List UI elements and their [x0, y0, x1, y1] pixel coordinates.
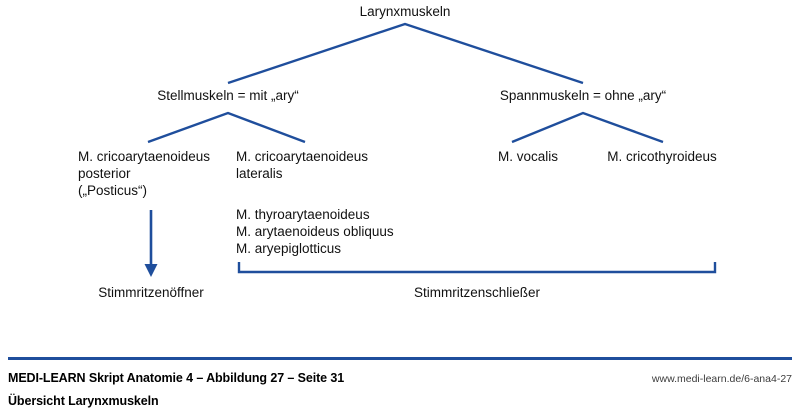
figure-caption-title: Übersicht Larynxmuskeln [8, 394, 159, 408]
node-m-cricoarytaenoideus-lateralis: M. cricoarytaenoideus lateralis [236, 149, 369, 181]
footer-url[interactable]: www.medi-learn.de/6-ana4-27 [651, 373, 792, 385]
node-stimmritzenoeffner: Stimmritzenöffner [98, 285, 204, 300]
arrow-down-head [144, 264, 158, 277]
node-weitere-schliesser-list: M. thyroarytaenoideus M. arytaenoideus o… [236, 207, 394, 256]
figure-caption-source: MEDI-LEARN Skript Anatomie 4 – Abbildung… [8, 371, 345, 385]
connector-stellmuskeln-to-children [147, 111, 306, 144]
connector-root-to-branches [227, 22, 584, 85]
footer-top-row: MEDI-LEARN Skript Anatomie 4 – Abbildung… [8, 371, 792, 385]
node-stellmuskeln: Stellmuskeln = mit „ary“ [157, 88, 299, 103]
bracket-stimmritzenschliesser [237, 262, 717, 274]
footer-divider [8, 357, 792, 360]
footer: MEDI-LEARN Skript Anatomie 4 – Abbildung… [8, 371, 792, 408]
node-stimmritzenschliesser: Stimmritzenschließer [413, 285, 541, 300]
node-m-vocalis: M. vocalis [497, 149, 559, 164]
node-m-cricothyroideus: M. cricothyroideus [607, 149, 717, 164]
connector-spannmuskeln-to-children [511, 111, 664, 144]
node-m-cricoarytaenoideus-posterior: M. cricoarytaenoideus posterior („Postic… [78, 149, 211, 198]
node-larynxmuskeln: Larynxmuskeln [359, 4, 451, 19]
node-spannmuskeln: Spannmuskeln = ohne „ary“ [499, 88, 667, 103]
